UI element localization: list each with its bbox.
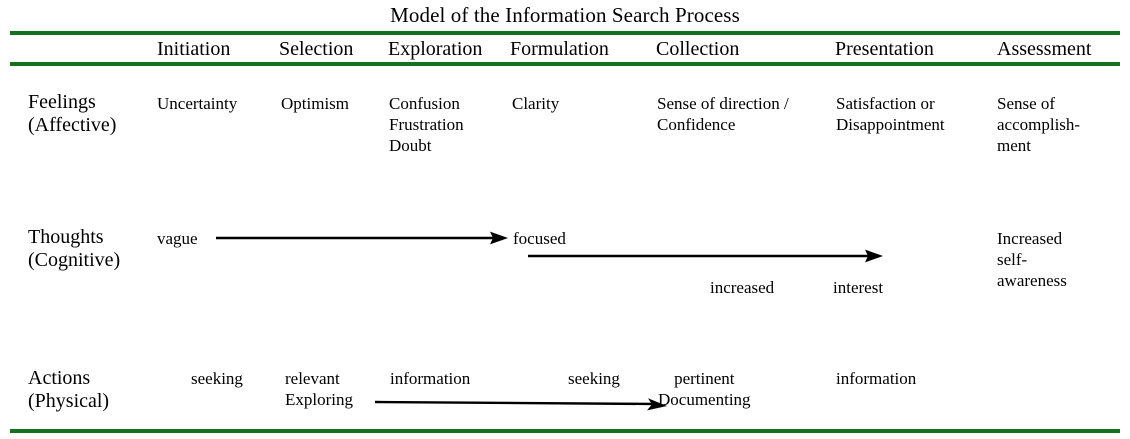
cell-thoughts-initiation: vague [157,229,198,248]
annotation-increased: increased [710,278,775,297]
column-header-initiation: Initiation [157,38,231,60]
column-header-selection: Selection [279,38,354,60]
header-rule [10,62,1120,66]
cell-actions-selection: relevant Exploring [285,369,353,409]
column-header-formulation: Formulation [510,38,609,60]
cell-actions-presentation: information [836,369,917,388]
cell-feelings-formulation: Clarity [512,94,560,113]
cell-feelings-presentation: Satisfaction or Disappointment [836,94,945,134]
cell-thoughts-assessment: Increased self- awareness [997,229,1067,290]
row-label-thoughts: Thoughts (Cognitive) [28,226,121,271]
row-label-feelings: Feelings (Affective) [28,91,117,136]
column-header-presentation: Presentation [835,38,934,60]
page-title: Model of the Information Search Process [390,3,740,27]
cell-actions-formulation: seeking [568,369,620,388]
row-label-actions: Actions (Physical) [28,367,110,412]
vague-to-focused-arrow [216,231,508,245]
column-header-collection: Collection [656,38,740,60]
focused-onward-arrow [528,249,883,263]
cell-feelings-selection: Optimism [281,94,350,113]
column-header-exploration: Exploration [388,38,483,60]
column-header-assessment: Assessment [997,38,1092,60]
cell-actions-collection: pertinent Documenting [658,369,751,409]
bottom-rule [10,429,1120,433]
annotation-interest: interest [833,278,884,297]
cell-feelings-initiation: Uncertainty [157,94,238,113]
cell-feelings-collection: Sense of direction / Confidence [657,94,789,134]
cell-actions-exploration: information [390,369,471,388]
top-rule [10,31,1120,35]
cell-feelings-exploration: Confusion Frustration Doubt [389,94,464,155]
cell-thoughts-formulation: focused [513,229,566,248]
cell-actions-initiation: seeking [191,369,243,388]
exploring-to-documenting-arrow [374,397,667,411]
cell-feelings-assessment: Sense of accomplish- ment [997,94,1081,155]
